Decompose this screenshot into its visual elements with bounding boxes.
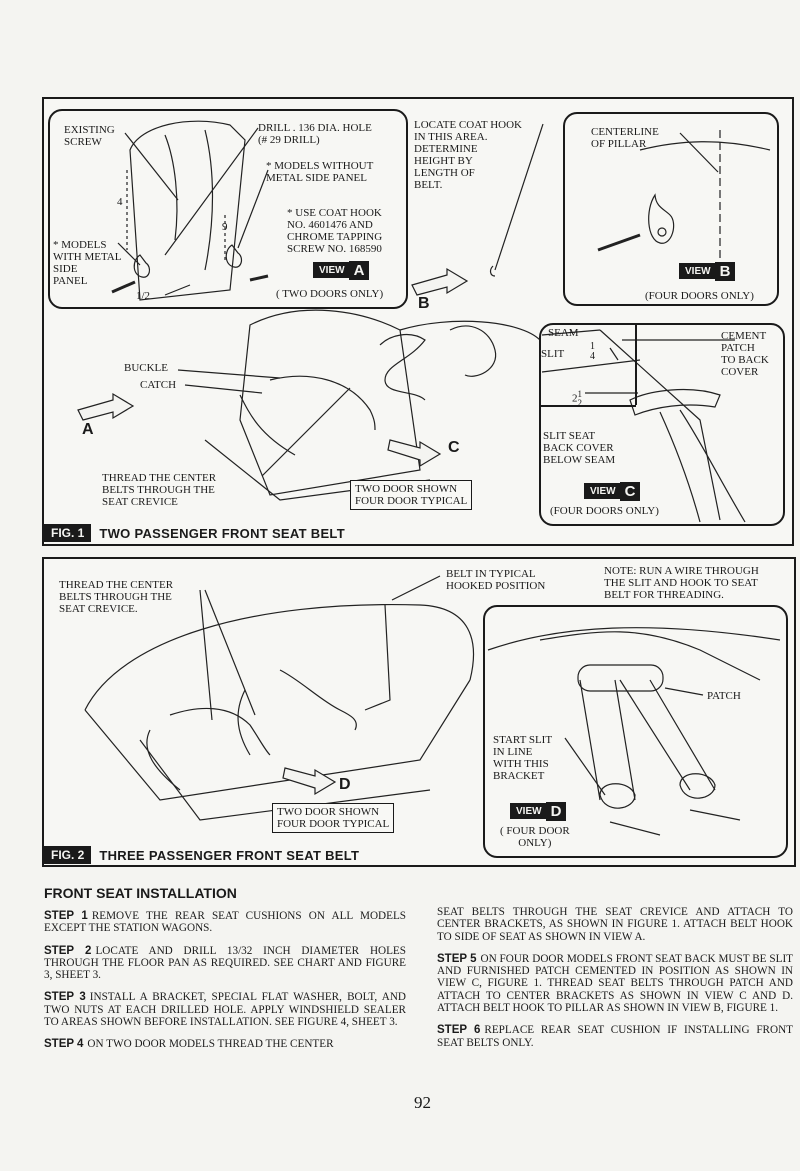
dimension-half: 1/2 bbox=[136, 290, 151, 302]
arrow-c-letter: C bbox=[448, 439, 460, 456]
view-letter: B bbox=[714, 261, 736, 281]
view-d-caption: ( FOUR DOOR ONLY) bbox=[500, 825, 570, 849]
step-label: STEP 4 bbox=[44, 1038, 84, 1051]
step-label: STEP 6 bbox=[437, 1024, 481, 1037]
section-heading: FRONT SEAT INSTALLATION bbox=[44, 885, 237, 901]
dimension-4: 4 bbox=[117, 196, 123, 208]
fraction-denominator: 4 bbox=[590, 351, 595, 362]
label-wire-note: NOTE: RUN A WIRE THROUGH THE SLIT AND HO… bbox=[604, 565, 759, 601]
view-c-divider-v bbox=[635, 323, 637, 405]
label-models-with-panel: * MODELS WITH METAL SIDE PANEL bbox=[53, 239, 122, 287]
label-cement-patch: CEMENT PATCH TO BACK COVER bbox=[721, 330, 769, 378]
step-text: REMOVE THE REAR SEAT CUSHIONS ON ALL MOD… bbox=[44, 910, 407, 935]
step-text: ON FOUR DOOR MODELS FRONT SEAT BACK MUST… bbox=[437, 952, 794, 1015]
label-models-without-panel: * MODELS WITHOUT METAL SIDE PANEL bbox=[266, 160, 374, 184]
step-label: STEP 2 bbox=[44, 944, 92, 957]
arrow-b-letter: B bbox=[418, 295, 430, 312]
figure-2-frame bbox=[42, 557, 796, 867]
label-locate-coat-hook: LOCATE COAT HOOK IN THIS AREA. DETERMINE… bbox=[414, 119, 522, 191]
view-letter: A bbox=[348, 260, 370, 280]
view-c-caption: (FOUR DOORS ONLY) bbox=[550, 505, 659, 517]
step-text: INSTALL A BRACKET, SPECIAL FLAT WASHER, … bbox=[44, 991, 406, 1029]
step-label: STEP 3 bbox=[44, 991, 86, 1004]
view-letter: D bbox=[545, 801, 567, 821]
view-c-divider bbox=[539, 405, 636, 407]
two-door-note-fig2: TWO DOOR SHOWN FOUR DOOR TYPICAL bbox=[272, 803, 395, 833]
view-word: VIEW bbox=[679, 263, 715, 279]
figure-tag: FIG. 1 bbox=[44, 524, 92, 542]
view-b-inset bbox=[563, 112, 779, 306]
label-seam: SEAM bbox=[548, 327, 579, 339]
view-a-caption: ( TWO DOORS ONLY) bbox=[276, 288, 384, 300]
label-slit: SLIT bbox=[541, 348, 565, 360]
fraction-denominator: 2 bbox=[577, 398, 583, 408]
label-coat-hook-note: * USE COAT HOOK NO. 4601476 AND CHROME T… bbox=[287, 207, 383, 255]
label-start-slit: START SLIT IN LINE WITH THIS BRACKET bbox=[493, 734, 553, 782]
right-column: SEAT BELTS THROUGH THE SEAT CREVICE AND … bbox=[437, 906, 793, 1059]
label-existing-screw: EXISTING SCREW bbox=[64, 124, 115, 148]
dimension-whole: 2 bbox=[572, 392, 578, 405]
label-belt-hooked: BELT IN TYPICAL HOOKED POSITION bbox=[446, 568, 546, 592]
step-text: REPLACE REAR SEAT CUSHION IF INSTALLING … bbox=[437, 1024, 793, 1049]
view-b-caption: (FOUR DOORS ONLY) bbox=[645, 290, 754, 302]
figure-1-caption: FIG. 1 TWO PASSENGER FRONT SEAT BELT bbox=[44, 524, 345, 542]
label-slit-seat: SLIT SEAT BACK COVER BELOW SEAM bbox=[543, 430, 616, 466]
two-door-note: TWO DOOR SHOWN FOUR DOOR TYPICAL bbox=[350, 480, 473, 510]
step-label: STEP 1 bbox=[44, 910, 88, 922]
dimension-9: 9 bbox=[222, 221, 228, 233]
label-patch: PATCH bbox=[707, 690, 741, 702]
step-text: ON TWO DOOR MODELS THREAD THE CENTER bbox=[87, 1038, 334, 1051]
view-a-inset bbox=[48, 109, 408, 309]
figure-2-caption: FIG. 2 THREE PASSENGER FRONT SEAT BELT bbox=[44, 846, 359, 864]
label-drill-hole: DRILL . 136 DIA. HOLE (# 29 DRILL) bbox=[258, 122, 372, 146]
step-label: STEP 5 bbox=[437, 952, 477, 965]
label-thread-center-belts: THREAD THE CENTER BELTS THROUGH THE SEAT… bbox=[102, 472, 217, 508]
page-number: 92 bbox=[414, 1093, 431, 1112]
view-d-inset bbox=[483, 605, 788, 858]
view-letter: C bbox=[619, 481, 641, 501]
view-word: VIEW bbox=[510, 803, 546, 819]
fraction-numerator: 1 bbox=[577, 389, 583, 399]
view-c-inset bbox=[539, 323, 785, 526]
step-text: LOCATE AND DRILL 13/32 INCH DIAMETER HOL… bbox=[44, 944, 406, 982]
figure-tag: FIG. 2 bbox=[44, 846, 92, 864]
label-thread-center-belts-fig2: THREAD THE CENTER BELTS THROUGH THE SEAT… bbox=[59, 579, 174, 615]
view-word: VIEW bbox=[584, 483, 620, 499]
fraction-numerator: 1 bbox=[590, 341, 595, 352]
arrow-a-letter: A bbox=[82, 421, 94, 438]
figure-title: THREE PASSENGER FRONT SEAT BELT bbox=[99, 847, 360, 863]
label-catch: CATCH bbox=[140, 379, 177, 391]
view-word: VIEW bbox=[313, 262, 349, 278]
figure-title: TWO PASSENGER FRONT SEAT BELT bbox=[99, 525, 345, 541]
label-centerline-pillar: CENTERLINE OF PILLAR bbox=[591, 126, 659, 150]
arrow-d-letter: D bbox=[339, 776, 351, 793]
figure-1-frame bbox=[42, 97, 794, 546]
step-4-continued: SEAT BELTS THROUGH THE SEAT CREVICE AND … bbox=[437, 906, 793, 943]
label-buckle: BUCKLE bbox=[124, 362, 168, 374]
